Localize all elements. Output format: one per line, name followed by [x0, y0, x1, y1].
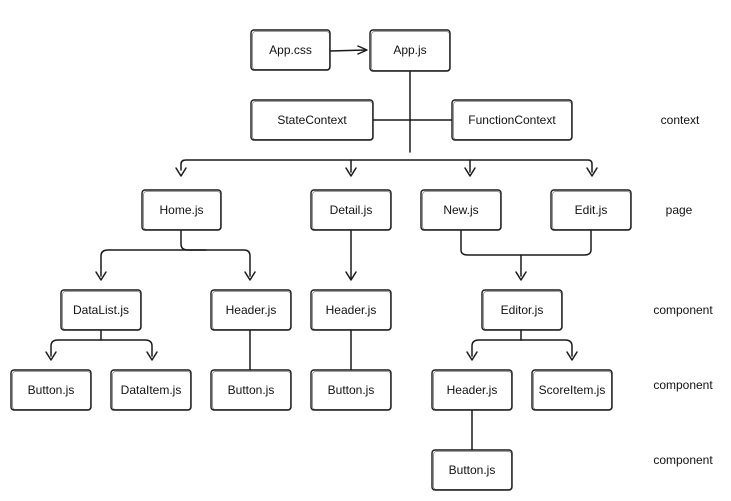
arrowhead-appjs	[357, 45, 368, 55]
node-editor: Editor.js	[481, 289, 563, 331]
node-label: Header.js	[226, 303, 277, 317]
node-home-header: Header.js	[210, 289, 292, 331]
arrowhead-scoreitem	[566, 351, 578, 361]
edge-home-datalist	[100, 249, 251, 277]
node-editor-header: Header.js	[431, 369, 513, 411]
arrowhead-editor	[515, 271, 527, 281]
node-home-header-button: Button.js	[210, 369, 292, 411]
node-label: Edit.js	[575, 203, 608, 217]
edges	[45, 45, 598, 451]
node-label: App.css	[269, 43, 312, 57]
node-label: Header.js	[447, 383, 498, 397]
level-label-component: component	[653, 303, 713, 317]
arrowhead-datalist-button	[45, 351, 57, 361]
level-label-component: component	[653, 453, 713, 467]
node-label: FunctionContext	[468, 113, 556, 127]
node-datalist: DataList.js	[60, 289, 142, 331]
arrowhead-home-header	[244, 271, 256, 281]
node-label: ScoreItem.js	[539, 383, 606, 397]
node-new: New.js	[420, 189, 502, 231]
arrowhead-detail-header	[345, 271, 357, 281]
node-label: App.js	[393, 43, 426, 57]
node-datalist-button: Button.js	[10, 369, 92, 411]
edge-home-children	[180, 230, 207, 251]
node-label: Button.js	[449, 463, 496, 477]
level-label-page: page	[666, 203, 693, 217]
level-label-component: component	[653, 378, 713, 392]
level-label-context: context	[661, 113, 700, 127]
node-label: Home.js	[159, 203, 203, 217]
node-editor-header-button: Button.js	[431, 449, 513, 491]
node-function-context: FunctionContext	[451, 99, 573, 141]
side-labels: context page component component compone…	[653, 113, 713, 467]
node-detail: Detail.js	[310, 189, 392, 231]
node-label: StateContext	[277, 113, 347, 127]
node-app-js: App.js	[369, 29, 451, 72]
node-detail-header-button: Button.js	[310, 369, 392, 411]
arrowhead-new	[464, 167, 476, 177]
node-state-context: StateContext	[250, 99, 374, 141]
edge-appcss-appjs	[329, 49, 367, 52]
node-label: Button.js	[228, 383, 275, 397]
node-label: Header.js	[326, 303, 377, 317]
node-label: Editor.js	[501, 303, 544, 317]
edge-new-edit-editor	[460, 230, 592, 256]
node-label: DataList.js	[73, 303, 129, 317]
node-label: Button.js	[328, 383, 375, 397]
arrowhead-edit	[586, 167, 598, 177]
arrowhead-detail	[345, 167, 357, 177]
node-home: Home.js	[141, 189, 222, 231]
node-label: Detail.js	[330, 203, 373, 217]
edge-editor-bus	[471, 339, 573, 357]
arrowhead-home	[175, 167, 187, 177]
node-dataitem: DataItem.js	[110, 369, 192, 411]
node-scoreitem: ScoreItem.js	[531, 369, 613, 411]
arrowhead-dataitem	[146, 351, 158, 361]
node-detail-header: Header.js	[310, 289, 392, 331]
node-edit: Edit.js	[550, 189, 632, 231]
node-label: Button.js	[28, 383, 75, 397]
node-label: DataItem.js	[121, 383, 182, 397]
edge-appjs-pages-bus	[180, 159, 593, 173]
node-label: New.js	[443, 203, 478, 217]
nodes: App.css App.js StateContext FunctionCont…	[10, 29, 632, 491]
arrowhead-datalist	[95, 271, 107, 281]
edge-datalist-bus	[50, 339, 153, 357]
arrowhead-editor-header	[466, 351, 478, 361]
node-app-css: App.css	[250, 29, 331, 71]
